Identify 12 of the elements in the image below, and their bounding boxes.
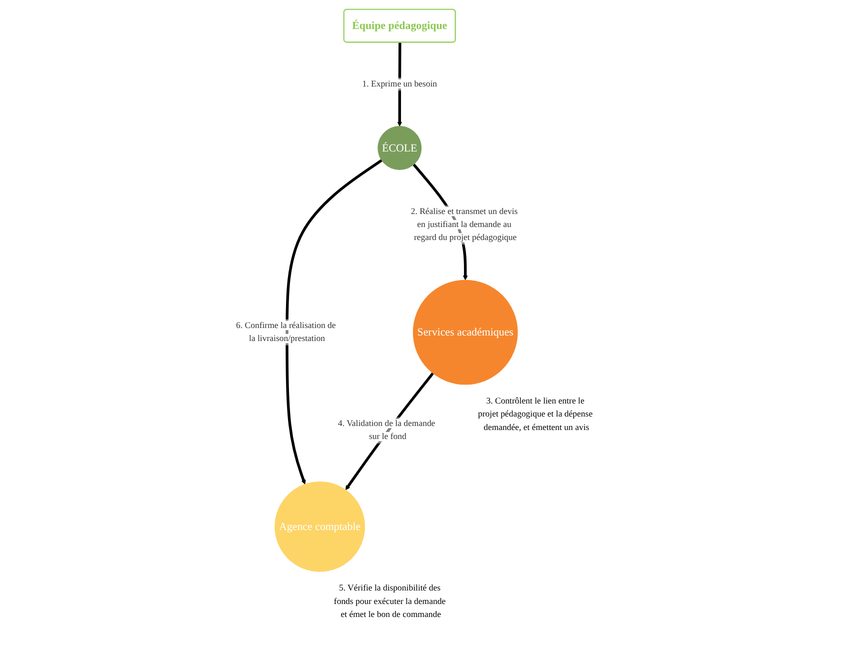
edge-label: 6. Confirme la réalisation de la livraison/prestation (236, 320, 336, 344)
arrow (286, 159, 382, 484)
node-circle: Agence comptable (274, 481, 365, 572)
arrow (345, 372, 434, 490)
arrow (397, 42, 402, 127)
edge-label: 1. Exprime un besoin (362, 79, 437, 89)
edge-label: 4. Validation de la demande sur le fond (338, 418, 436, 442)
edge-label: 2. Réalise et transmet un devis en justifiant la demande au regard du projet pédagogique (410, 206, 518, 242)
node-label: 5. Vérifie la disponibilité des fonds pour exécuter la demande et émet le bon de commande (334, 584, 446, 620)
node-circle: ÉCOLE (378, 126, 422, 170)
node-circle: Services académiques (412, 280, 518, 385)
node-label: 3. Contrôlent le lien entre le projet pédagogique et la dépense demandée, et émettent un avis (478, 396, 592, 432)
